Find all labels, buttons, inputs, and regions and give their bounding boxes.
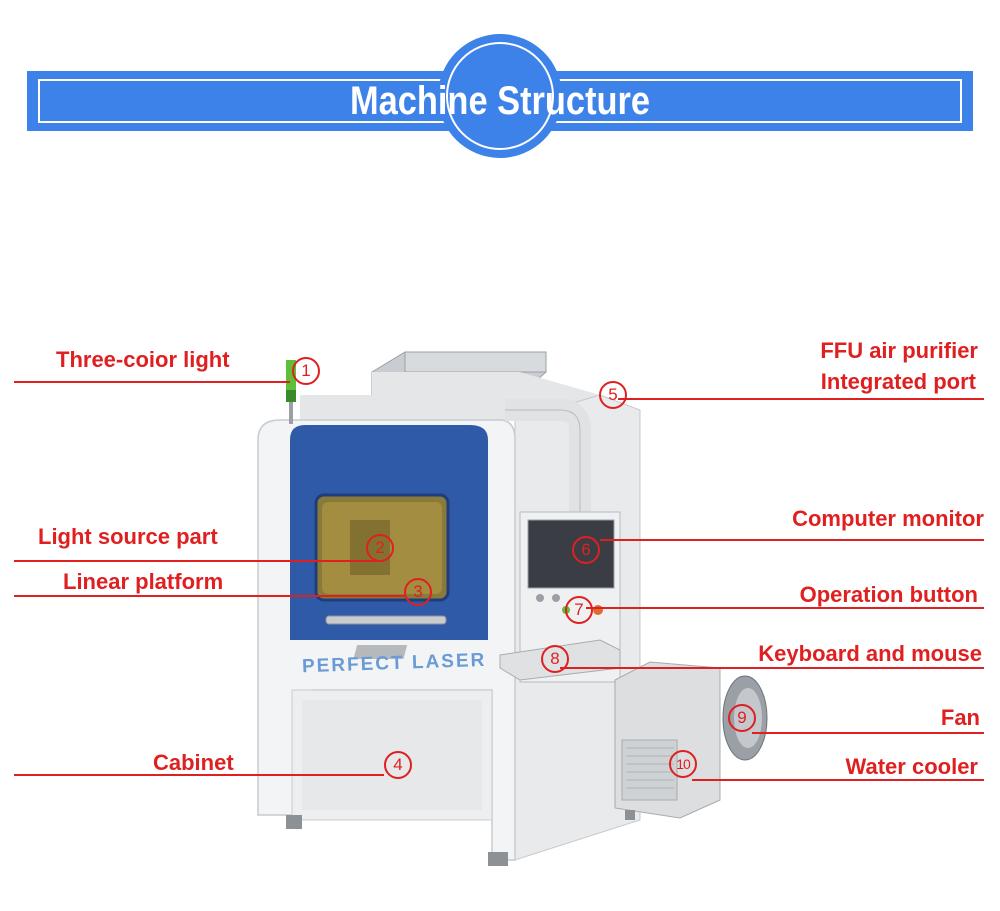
callout-number-2: 2 (366, 534, 394, 562)
label-water-cooler: Water cooler (845, 754, 978, 779)
callout-number-6: 6 (572, 536, 600, 564)
label-operation-button: Operation button (799, 582, 978, 607)
label-fan: Fan (940, 705, 980, 730)
three-color-light (286, 360, 296, 402)
title-banner-circle-ring (446, 42, 554, 150)
page-title: Machine Structure (349, 79, 651, 123)
callout-number-8: 8 (541, 645, 569, 673)
callout-number-10: 10 (669, 750, 697, 778)
label-keyboard-and-mouse: Keyboard and mouse (758, 641, 982, 666)
label-three-color-light: Three-coior light (56, 347, 230, 372)
label-light-source-part: Light source part (38, 524, 218, 549)
callout-number-9: 9 (728, 704, 756, 732)
callout-number-5: 5 (599, 381, 627, 409)
label-cabinet: Cabinet (153, 750, 234, 775)
callout-number-4: 4 (384, 751, 412, 779)
label-ffu-air-purifier: FFU air purifier (820, 338, 978, 363)
computer-monitor (527, 519, 615, 589)
label-integrated-port: Integrated port (820, 369, 976, 394)
callout-number-1: 1 (292, 357, 320, 385)
operation-button (593, 605, 603, 615)
label-computer-monitor: Computer monitor (792, 506, 984, 531)
callout-number-7: 7 (565, 596, 593, 624)
callout-number-3: 3 (404, 578, 432, 606)
label-linear-platform: Linear platform (63, 569, 224, 594)
